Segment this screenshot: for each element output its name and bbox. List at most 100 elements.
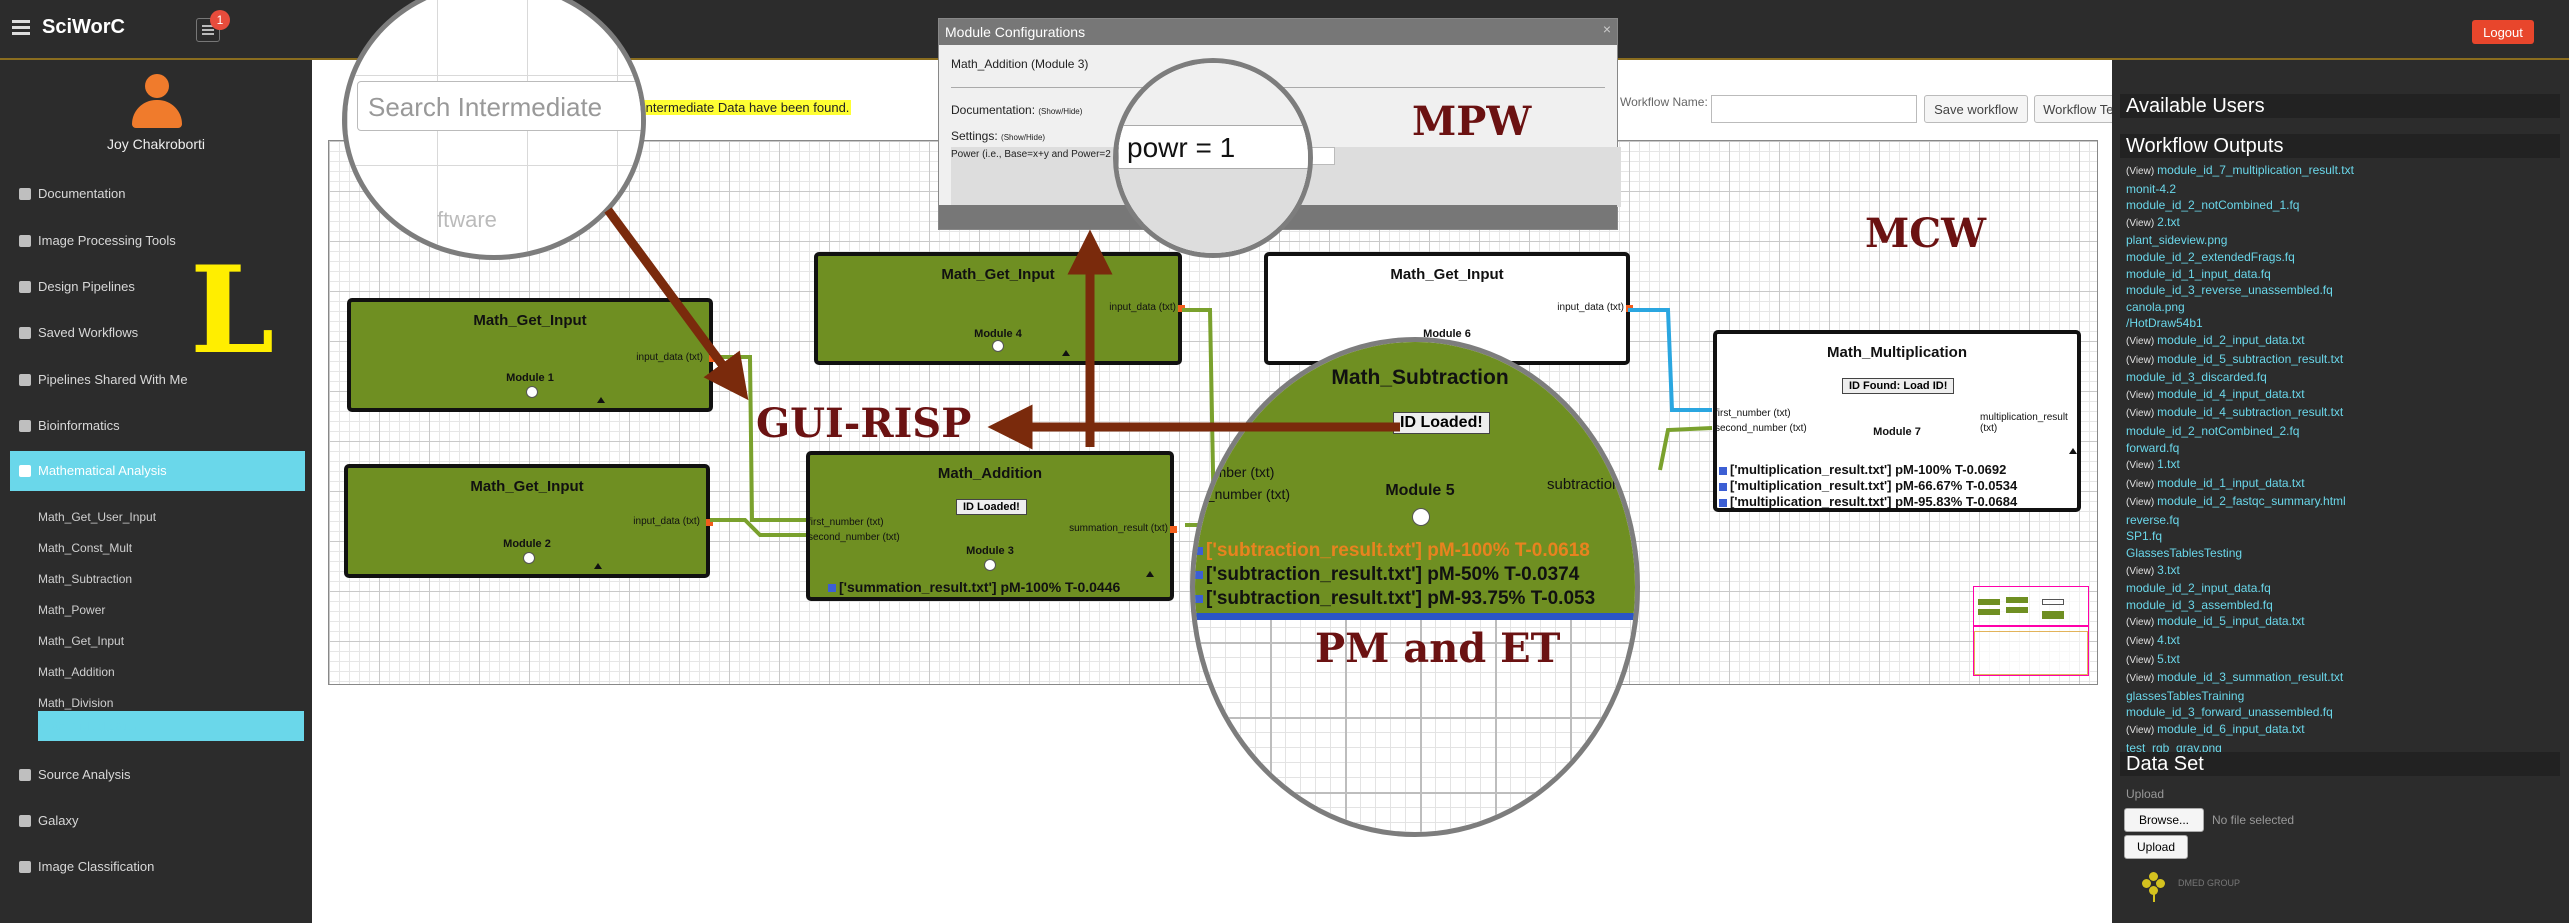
output-file-link[interactable]: monit-4.2 <box>2126 181 2177 196</box>
output-file-link[interactable]: module_id_6_input_data.txt <box>2157 722 2305 736</box>
sub-item-math-addition[interactable]: Math_Addition <box>38 665 115 679</box>
module-1[interactable]: Math_Get_Input input_data (txt) Module 1 <box>347 298 716 412</box>
list-item[interactable]: module_id_2_notCombined_2.fq <box>2126 423 2546 440</box>
sub-item-math-get-input[interactable]: Math_Get_Input <box>38 634 125 648</box>
sub-item-math-subtraction[interactable]: Math_Subtraction <box>38 572 133 586</box>
list-item[interactable]: test_rgb_gray.png <box>2126 740 2546 757</box>
list-item[interactable]: (View)module_id_5_subtraction_result.txt <box>2126 351 2546 370</box>
search-intermediate-input[interactable]: Search Intermediate <box>357 81 641 131</box>
output-file-link[interactable]: module_id_2_notCombined_1.fq <box>2126 198 2300 213</box>
list-item[interactable]: (View)module_id_4_subtraction_result.txt <box>2126 404 2546 423</box>
resize-handle-icon[interactable] <box>1062 350 1070 356</box>
view-link[interactable]: (View) <box>2126 617 2155 629</box>
list-item[interactable]: plant_sideview.png <box>2126 232 2546 249</box>
list-item[interactable]: (View)2.txt <box>2126 214 2546 233</box>
output-file-link[interactable]: module_id_4_subtraction_result.txt <box>2157 405 2344 420</box>
view-link[interactable]: (View) <box>2126 673 2155 685</box>
output-file-link[interactable]: canola.png <box>2126 299 2185 314</box>
output-file-link[interactable]: glassesTablesTraining <box>2126 688 2245 703</box>
output-file-link[interactable]: plant_sideview.png <box>2126 233 2228 248</box>
list-item[interactable]: module_id_2_input_data.fq <box>2126 580 2546 597</box>
module-handle-dot[interactable] <box>523 552 535 564</box>
list-item[interactable]: canola.png <box>2126 299 2546 316</box>
checkbox-icon[interactable] <box>1719 498 1727 507</box>
workflow-name-input[interactable] <box>1711 95 1917 123</box>
list-item[interactable]: (View)module_id_1_input_data.txt <box>2126 475 2546 494</box>
sidebar-item-image-classification[interactable]: Image Classification <box>10 847 305 887</box>
output-file-link[interactable]: module_id_1_input_data.fq <box>2126 266 2271 281</box>
result-line[interactable]: ['summation_result.txt'] pM-100% T-0.044… <box>828 579 1120 595</box>
output-file-link[interactable]: forward.fq <box>2126 440 2180 455</box>
view-link[interactable]: (View) <box>2126 335 2155 347</box>
output-file-link[interactable]: GlassesTablesTesting <box>2126 546 2243 561</box>
list-item[interactable]: module_id_3_assembled.fq <box>2126 597 2546 614</box>
list-item[interactable]: GlassesTablesTesting <box>2126 545 2546 562</box>
output-file-link[interactable]: SP1.fq <box>2126 529 2163 544</box>
list-item[interactable]: module_id_2_extendedFrags.fq <box>2126 249 2546 266</box>
output-file-link[interactable]: module_id_5_subtraction_result.txt <box>2157 351 2344 366</box>
list-item[interactable]: SP1.fq <box>2126 528 2546 545</box>
output-file-link[interactable]: module_id_5_input_data.txt <box>2157 614 2305 629</box>
output-pin[interactable] <box>706 519 713 526</box>
module-2[interactable]: Math_Get_Input input_data (txt) Module 2 <box>344 464 713 578</box>
resize-handle-icon[interactable] <box>597 397 605 403</box>
resize-handle-icon[interactable] <box>594 563 602 569</box>
checkbox-icon[interactable] <box>1719 482 1727 491</box>
output-file-link[interactable]: module_id_2_input_data.txt <box>2157 332 2305 347</box>
notifications-button[interactable] <box>196 18 220 42</box>
result-line[interactable]: ['subtraction_result.txt'] pM-93.75% T-0… <box>1195 588 1595 610</box>
list-item[interactable]: (View)module_id_6_input_data.txt <box>2126 721 2546 740</box>
view-link[interactable]: (View) <box>2126 654 2155 666</box>
output-file-link[interactable]: reverse.fq <box>2126 512 2180 527</box>
sidebar-item-galaxy[interactable]: Galaxy <box>10 801 305 841</box>
output-file-link[interactable]: module_id_4_input_data.txt <box>2157 386 2305 401</box>
sidebar-item-source-analysis[interactable]: Source Analysis <box>10 755 305 795</box>
list-item[interactable]: (View)module_id_4_input_data.txt <box>2126 386 2546 405</box>
output-file-link[interactable]: 3.txt <box>2157 562 2180 577</box>
sidebar-item-design-pipelines[interactable]: Design Pipelines <box>10 267 305 307</box>
list-item[interactable]: /HotDraw54b1 <box>2126 315 2546 332</box>
minimap[interactable] <box>1973 586 2089 676</box>
list-item[interactable]: (View)module_id_5_input_data.txt <box>2126 613 2546 632</box>
list-item[interactable]: (View)4.txt <box>2126 632 2546 651</box>
output-file-link[interactable]: module_id_7_multiplication_result.txt <box>2157 163 2354 177</box>
result-line[interactable]: ['subtraction_result.txt'] pM-50% T-0.03… <box>1195 564 1579 586</box>
output-file-link[interactable]: 2.txt <box>2157 214 2180 229</box>
module-3[interactable]: Math_Addition ID Loaded! first_number (t… <box>806 451 1177 601</box>
browse-button[interactable]: Browse... <box>2124 808 2204 832</box>
output-file-link[interactable]: module_id_2_fastqc_summary.html <box>2157 494 2346 509</box>
result-line[interactable]: ['multiplication_result.txt'] pM-66.67% … <box>1719 478 2017 493</box>
sub-item-math-division[interactable]: Math_Division <box>38 696 114 710</box>
list-item[interactable]: (View)1.txt <box>2126 456 2546 475</box>
resize-handle-icon[interactable] <box>2069 448 2077 454</box>
list-item[interactable]: module_id_3_reverse_unassembled.fq <box>2126 282 2546 299</box>
view-link[interactable]: (View) <box>2126 166 2155 177</box>
list-item[interactable]: module_id_1_input_data.fq <box>2126 266 2546 283</box>
output-file-link[interactable]: module_id_3_discarded.fq <box>2126 370 2267 385</box>
view-link[interactable]: (View) <box>2126 478 2155 490</box>
output-file-link[interactable]: 4.txt <box>2157 633 2180 648</box>
result-line[interactable]: ['multiplication_result.txt'] pM-95.83% … <box>1719 494 2017 509</box>
sidebar-item-bioinformatics[interactable]: Bioinformatics <box>10 406 305 446</box>
module-handle-dot[interactable] <box>984 559 996 571</box>
hamburger-menu-icon[interactable] <box>12 20 30 36</box>
output-file-link[interactable]: module_id_3_assembled.fq <box>2126 597 2273 612</box>
list-item[interactable]: (View)module_id_7_multiplication_result.… <box>2126 162 2546 181</box>
checkbox-icon[interactable] <box>1195 594 1203 603</box>
checkbox-icon[interactable] <box>1195 570 1203 579</box>
module-handle-dot[interactable] <box>992 340 1004 352</box>
sub-item-math-multiplication[interactable]: Math_Multiplication <box>38 711 304 741</box>
sidebar-item-shared-pipelines[interactable]: Pipelines Shared With Me <box>10 360 305 400</box>
output-pin[interactable] <box>1178 305 1185 312</box>
list-item[interactable]: module_id_3_discarded.fq <box>2126 369 2546 386</box>
view-link[interactable]: (View) <box>2126 408 2155 420</box>
sub-item-math-power[interactable]: Math_Power <box>38 603 106 617</box>
list-item[interactable]: (View)5.txt <box>2126 651 2546 670</box>
list-item[interactable]: monit-4.2 <box>2126 181 2546 198</box>
output-file-link[interactable]: module_id_3_reverse_unassembled.fq <box>2126 283 2333 298</box>
view-link[interactable]: (View) <box>2126 497 2155 509</box>
settings-label[interactable]: Settings: (Show/Hide) <box>951 129 1046 143</box>
view-link[interactable]: (View) <box>2126 354 2155 366</box>
output-file-link[interactable]: module_id_2_input_data.fq <box>2126 581 2271 596</box>
list-item[interactable]: module_id_2_notCombined_1.fq <box>2126 197 2546 214</box>
